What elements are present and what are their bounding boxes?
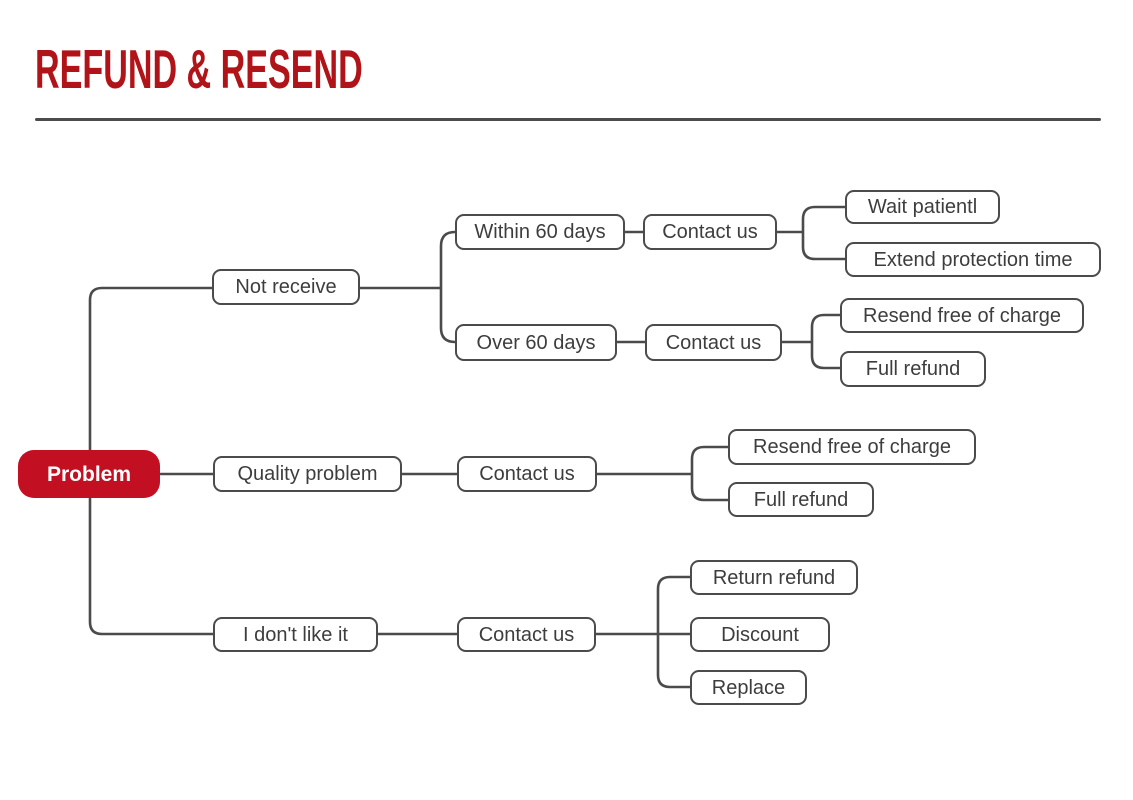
node-full-refund-quality: Full refund (728, 482, 874, 517)
connector-contact1-spine (801, 205, 845, 261)
node-wait-patiently: Wait patientl (845, 190, 1000, 224)
connector-problem-to-not-receive (88, 286, 212, 450)
connector-not-receive-spine (439, 230, 456, 344)
node-contact-us-quality: Contact us (457, 456, 597, 492)
node-contact-us-over: Contact us (645, 324, 782, 361)
node-resend-free-of-charge-quality: Resend free of charge (728, 429, 976, 465)
connector-problem-to-i-dont-like (88, 498, 213, 636)
node-full-refund-over: Full refund (840, 351, 986, 387)
node-extend-protection-time: Extend protection time (845, 242, 1101, 277)
title-divider (35, 118, 1101, 121)
node-quality-problem: Quality problem (213, 456, 402, 492)
node-return-refund: Return refund (690, 560, 858, 595)
node-problem: Problem (18, 450, 160, 498)
node-replace: Replace (690, 670, 807, 705)
connector-contact4-spine (656, 575, 690, 689)
page-title: REFUND & RESEND (35, 38, 363, 100)
node-contact-us-dislike: Contact us (457, 617, 596, 652)
node-over-60-days: Over 60 days (455, 324, 617, 361)
node-resend-free-of-charge-over: Resend free of charge (840, 298, 1084, 333)
connector-contact3-spine (690, 445, 728, 502)
node-contact-us-within: Contact us (643, 214, 777, 250)
node-not-receive: Not receive (212, 269, 360, 305)
node-discount: Discount (690, 617, 830, 652)
node-i-dont-like-it: I don't like it (213, 617, 378, 652)
connector-contact2-spine (810, 313, 840, 370)
node-within-60-days: Within 60 days (455, 214, 625, 250)
